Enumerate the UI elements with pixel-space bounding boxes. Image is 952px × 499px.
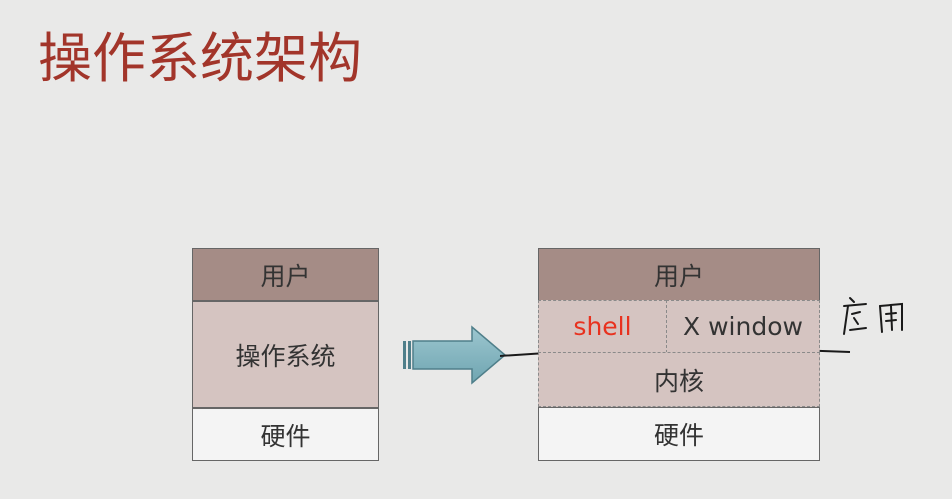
right-user-layer: 用户: [538, 248, 820, 301]
right-hardware-layer: 硬件: [538, 407, 820, 461]
left-hardware-label: 硬件: [260, 421, 311, 451]
transform-arrow-icon: [403, 325, 507, 385]
left-user-label: 用户: [260, 261, 311, 291]
handwritten-annotation-icon: 应用: [843, 297, 903, 335]
left-hardware-layer: 硬件: [192, 408, 379, 461]
xwindow-cell: X window: [666, 300, 820, 353]
left-os-label: 操作系统: [235, 341, 336, 371]
left-os-layer: 操作系统: [192, 301, 379, 408]
shell-label: shell: [573, 312, 632, 341]
xwindow-label: X window: [683, 312, 803, 341]
shell-cell: shell: [538, 300, 667, 353]
left-user-layer: 用户: [192, 248, 379, 301]
right-hardware-label: 硬件: [653, 421, 704, 450]
right-user-label: 用户: [653, 261, 704, 291]
kernel-layer: 内核: [538, 352, 820, 407]
kernel-label: 内核: [653, 366, 704, 396]
page-title: 操作系统架构: [38, 27, 362, 90]
